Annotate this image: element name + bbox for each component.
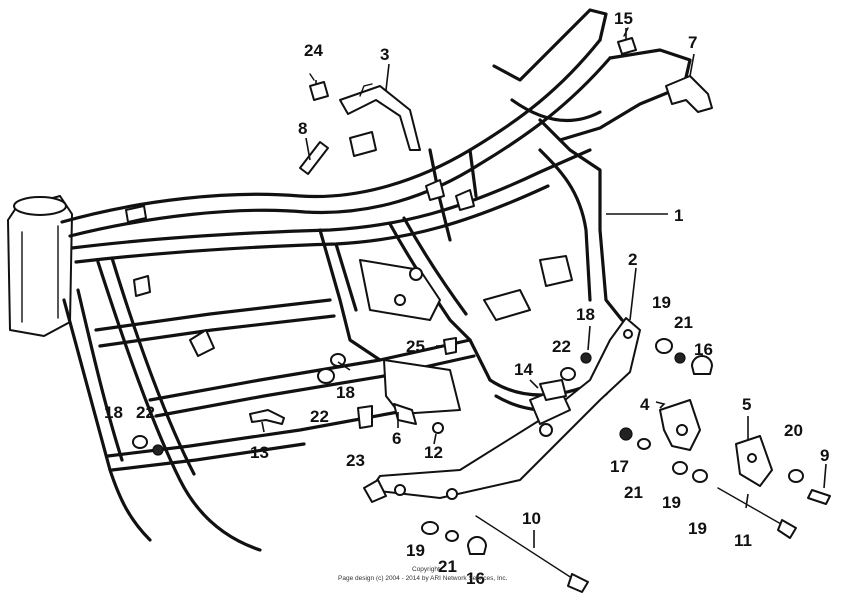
callout-7: 7 [688, 33, 697, 52]
callout-16-bottom: 16 [466, 569, 485, 588]
callout-6: 6 [392, 429, 401, 448]
washers [132, 338, 804, 555]
callout-10: 10 [522, 509, 541, 528]
callout-12: 12 [424, 443, 443, 462]
copyright-line-1: Copyright [412, 566, 440, 573]
nut-12 [432, 422, 444, 434]
bracket-3 [339, 83, 421, 157]
callout-2: 2 [628, 250, 637, 269]
long-bolt-11 [717, 487, 797, 539]
copyright-line-2: Page design (c) 2004 - 2014 by ARI Netwo… [338, 575, 508, 582]
callout-8: 8 [298, 119, 307, 138]
leader-lines [261, 28, 827, 548]
callout-4: 4 [640, 395, 650, 414]
callout-22-right: 22 [552, 337, 571, 356]
callout-9: 9 [820, 446, 829, 465]
main-frame [7, 8, 692, 552]
callout-16-right: 16 [694, 340, 713, 359]
callout-21-bottom: 21 [438, 557, 457, 576]
bolt-9 [807, 489, 831, 505]
callout-1: 1 [674, 206, 683, 225]
callout-22-center: 22 [310, 407, 329, 426]
callout-25: 25 [406, 337, 425, 356]
callout-22-left: 22 [136, 403, 155, 422]
callout-15: 15 [614, 9, 633, 28]
callout-20: 20 [784, 421, 803, 440]
callout-14: 14 [514, 360, 533, 379]
bolt-15 [617, 27, 637, 55]
bolt-13 [249, 409, 285, 425]
callout-17: 17 [610, 457, 629, 476]
bolt-24 [309, 73, 329, 101]
bolt-25 [443, 337, 457, 355]
callout-19-bottom: 19 [406, 541, 425, 560]
lower-cradle [363, 317, 641, 503]
bolt-23 [357, 405, 373, 429]
callout-11: 11 [734, 531, 752, 550]
callout-3: 3 [380, 45, 389, 64]
bracket-14 [539, 379, 567, 401]
callout-21-mid: 21 [624, 483, 643, 502]
callout-5: 5 [742, 395, 751, 414]
callout-19-mid: 19 [662, 493, 681, 512]
long-bolt-10 [475, 515, 589, 593]
callout-18-left: 18 [104, 403, 123, 422]
callout-19-right: 19 [688, 519, 707, 538]
callout-18-center: 18 [336, 383, 355, 402]
callout-labels: 1 2 3 4 5 6 7 8 9 10 11 12 13 14 15 16 1… [104, 9, 829, 588]
callout-23: 23 [346, 451, 365, 470]
bracket-6 [393, 403, 417, 425]
callout-21-top: 21 [674, 313, 693, 332]
callout-24: 24 [304, 41, 323, 60]
callout-18-right: 18 [576, 305, 595, 324]
clamp-7 [665, 75, 713, 113]
pin-8 [299, 141, 329, 175]
callout-13: 13 [250, 443, 269, 462]
callout-19-top: 19 [652, 293, 671, 312]
